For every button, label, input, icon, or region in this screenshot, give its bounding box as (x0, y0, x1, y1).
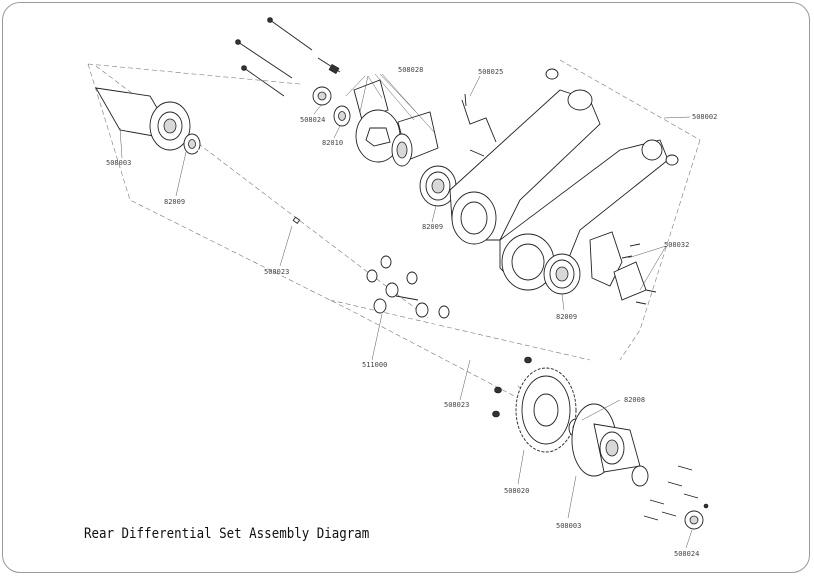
diagram-title: Rear Differential Set Assembly Diagram (84, 526, 370, 542)
long-bolts (235, 17, 313, 97)
bearing-82010 (333, 105, 351, 127)
label-508023-top: 508023 (264, 268, 290, 276)
label-82009-mid: 82009 (422, 223, 444, 231)
label-82009-right: 82009 (556, 313, 578, 321)
label-511000: 511000 (362, 361, 388, 369)
small-screws (317, 57, 485, 157)
diff-housing (353, 79, 439, 167)
hub-bolts (643, 465, 699, 521)
label-508003-bottom: 508003 (556, 522, 582, 530)
hub-508003-bottom (571, 403, 649, 487)
bearing-508024-bottom (684, 503, 709, 530)
hub-508003-left (95, 87, 191, 151)
label-508028: 508028 (398, 66, 424, 74)
bearing-82009-right (543, 253, 581, 295)
label-508024-top: 508024 (300, 116, 326, 124)
bearing-508024-top (312, 86, 332, 106)
label-82008: 82008 (624, 396, 646, 404)
label-508023-bottom: 508023 (444, 401, 470, 409)
pin-508025 (461, 99, 497, 143)
label-508024-bottom: 508024 (674, 550, 700, 558)
bracket-508032 (589, 231, 657, 305)
label-508032: 508032 (664, 241, 690, 249)
assembly-outline (87, 59, 701, 421)
axle-508023-top (197, 149, 371, 277)
label-508025: 508025 (478, 68, 504, 76)
label-82010: 82010 (322, 139, 344, 147)
sprocket-508020 (515, 367, 577, 453)
bearing-82009-left (183, 133, 201, 155)
label-82009-left: 82009 (164, 198, 186, 206)
leader-lines (119, 73, 693, 549)
swing-arm-left (449, 68, 601, 245)
diff-gears-511000 (366, 255, 450, 319)
bearing-82009-mid (419, 165, 457, 207)
swing-arm-right (499, 139, 679, 291)
label-508020: 508020 (504, 487, 530, 495)
axle-508023-bottom (427, 317, 519, 387)
label-508003-left: 508003 (106, 159, 132, 167)
label-508002: 508002 (692, 113, 718, 121)
